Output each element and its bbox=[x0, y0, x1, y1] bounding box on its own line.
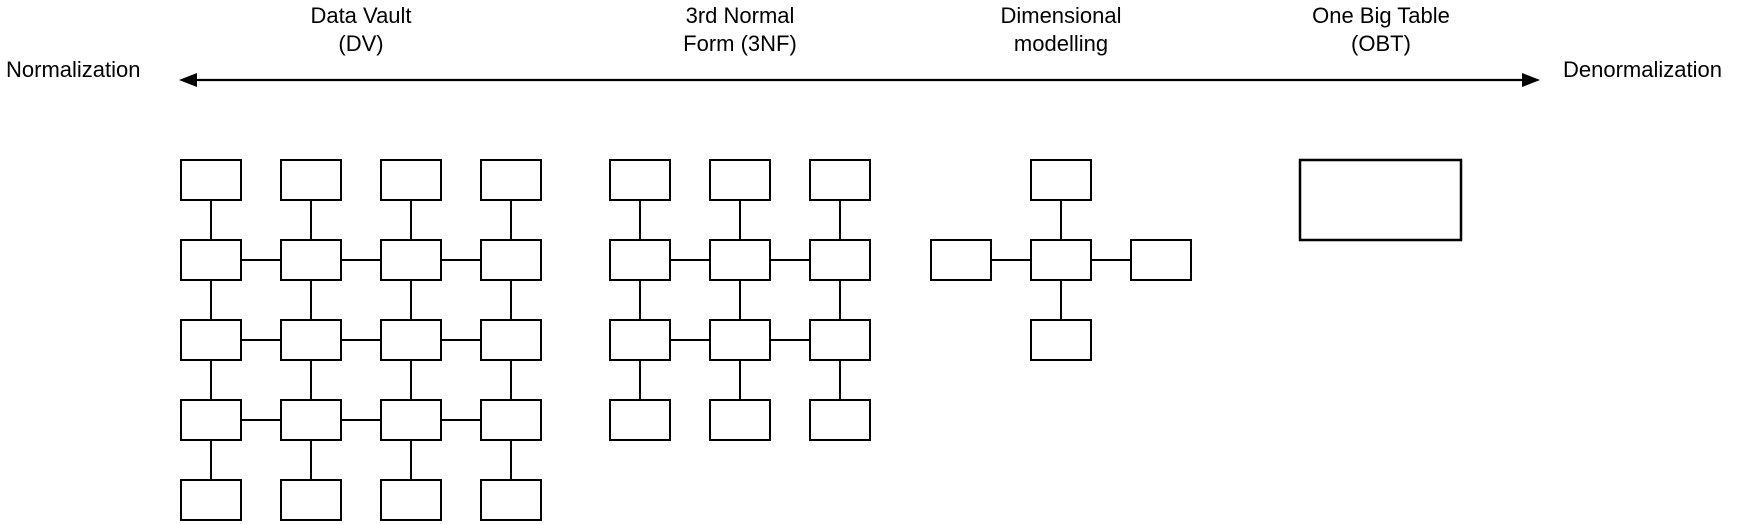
entity-box bbox=[809, 159, 871, 201]
approach-title-line: Form (3NF) bbox=[683, 31, 797, 56]
entity-box bbox=[380, 159, 442, 201]
one-big-table-schema bbox=[1298, 158, 1463, 242]
entity-box bbox=[1130, 239, 1192, 281]
entity-box bbox=[930, 239, 992, 281]
approach-title-line: (DV) bbox=[338, 31, 384, 56]
entity-box bbox=[609, 159, 671, 201]
entity-box bbox=[609, 399, 671, 441]
dimensional-star-schema bbox=[930, 159, 1192, 361]
entity-box bbox=[180, 239, 242, 281]
entity-box bbox=[709, 239, 771, 281]
denormalization-label: Denormalization bbox=[1563, 57, 1722, 82]
entity-box bbox=[280, 479, 342, 521]
entity-box bbox=[709, 159, 771, 201]
entity-box bbox=[809, 399, 871, 441]
approach-title-3nf: 3rd Normal Form (3NF) bbox=[683, 2, 797, 58]
entity-box bbox=[609, 239, 671, 281]
approach-title-data-vault: Data Vault (DV) bbox=[310, 2, 411, 58]
entity-box bbox=[280, 399, 342, 441]
entity-box bbox=[380, 479, 442, 521]
approach-title-line: Data Vault bbox=[310, 3, 412, 28]
third-normal-form-schema bbox=[609, 159, 871, 441]
entity-box bbox=[1030, 319, 1092, 361]
entity-box bbox=[180, 319, 242, 361]
approach-title-line: 3rd Normal bbox=[685, 3, 795, 28]
approach-title-line: (OBT) bbox=[1351, 31, 1411, 56]
entity-box bbox=[180, 159, 242, 201]
entity-box bbox=[480, 319, 542, 361]
entity-box bbox=[1298, 158, 1463, 242]
entity-box bbox=[380, 399, 442, 441]
entity-box bbox=[1030, 159, 1092, 201]
arrow-head-right bbox=[1522, 73, 1540, 87]
entity-box bbox=[180, 479, 242, 521]
normalization-label: Normalization bbox=[6, 57, 141, 82]
entity-box bbox=[280, 319, 342, 361]
approach-title-line: Dimensional bbox=[1000, 3, 1122, 28]
entity-box bbox=[380, 239, 442, 281]
entity-box bbox=[480, 399, 542, 441]
arrow-head-left bbox=[179, 73, 197, 87]
entity-box bbox=[480, 159, 542, 201]
entity-box bbox=[809, 319, 871, 361]
entity-box bbox=[480, 479, 542, 521]
entity-box bbox=[809, 239, 871, 281]
entity-box bbox=[480, 239, 542, 281]
spectrum-arrow bbox=[179, 73, 1540, 87]
approach-title-dimensional: Dimensional modelling bbox=[1000, 2, 1121, 58]
entity-box bbox=[380, 319, 442, 361]
approach-title-line: One Big Table bbox=[1312, 3, 1450, 28]
approach-title-obt: One Big Table (OBT) bbox=[1312, 2, 1450, 58]
entity-box bbox=[709, 399, 771, 441]
entity-box bbox=[280, 159, 342, 201]
entity-box bbox=[1030, 239, 1092, 281]
data-vault-schema bbox=[180, 159, 542, 521]
entity-box bbox=[609, 319, 671, 361]
entity-box bbox=[280, 239, 342, 281]
entity-box bbox=[180, 399, 242, 441]
approach-title-line: modelling bbox=[1013, 31, 1109, 56]
entity-box bbox=[709, 319, 771, 361]
